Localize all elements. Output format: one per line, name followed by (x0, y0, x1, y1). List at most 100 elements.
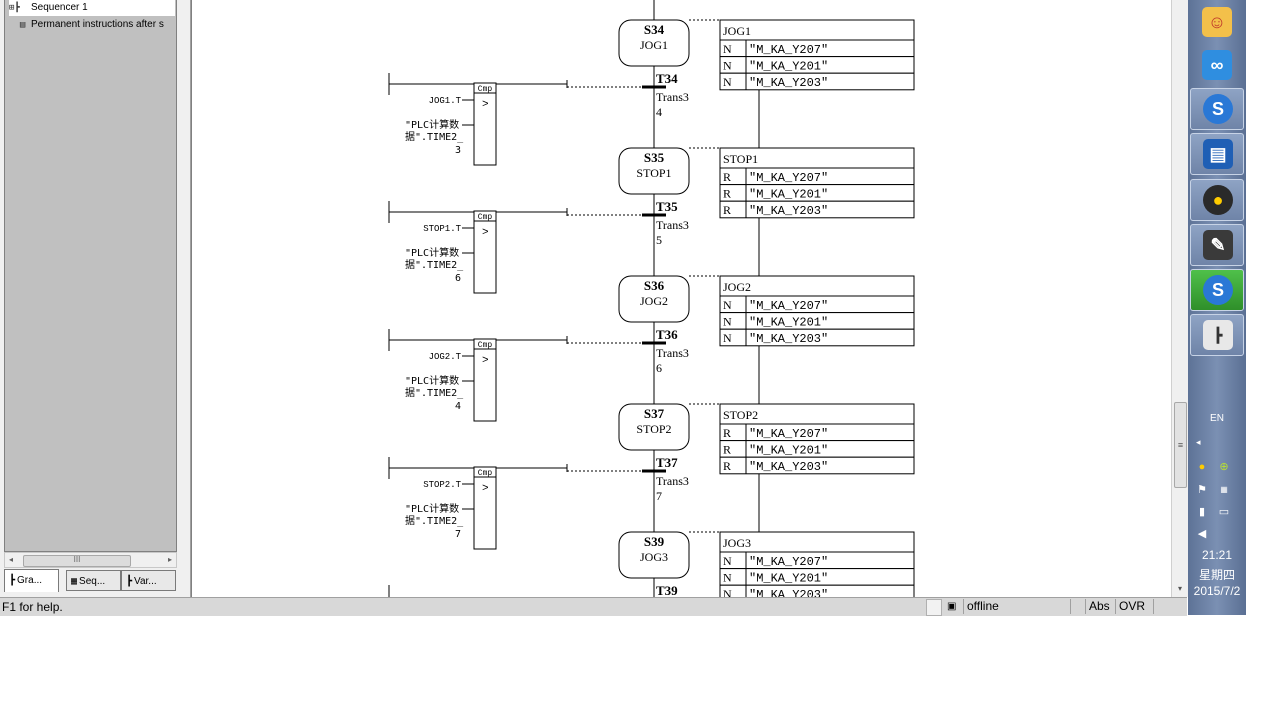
taskbar-button-sogou-browser[interactable]: S (1190, 88, 1244, 130)
ime-tray-icon[interactable]: ▦ (1220, 485, 1228, 494)
comparator-input2-line3: 7 (455, 529, 461, 540)
action-variable: "M_KA_Y201" (749, 572, 828, 586)
action-row (719, 72, 915, 91)
action-qualifier: R (723, 443, 731, 457)
action-qualifier: N (723, 298, 732, 312)
tool-icon: ✎ (1203, 230, 1233, 260)
scrollbar-thumb[interactable]: III (23, 555, 131, 567)
tree-item-permanent-instructions[interactable]: ▤ Permanent instructions after s (9, 17, 175, 33)
action-block-title: STOP2 (723, 408, 758, 422)
step-name: JOG1 (640, 38, 668, 52)
step-number: S37 (644, 406, 665, 421)
comparator-input2-line1: "PLC计算数 (405, 246, 459, 259)
step-box (618, 275, 690, 323)
show-hidden-icons-icon[interactable]: ◂ (1196, 437, 1201, 447)
action-variable: "M_KA_Y203" (749, 204, 828, 218)
transition-name: Trans3 (656, 90, 689, 104)
taskbar-button-qq[interactable]: ● (1190, 179, 1244, 221)
taskbar-button-tool[interactable]: ✎ (1190, 224, 1244, 266)
qq-tray-icon[interactable]: ● (1198, 461, 1206, 473)
comparator-label: Cmp (478, 85, 493, 94)
transition-name-suffix: 7 (656, 489, 662, 503)
action-row (719, 584, 915, 597)
program-tree: ⊞┣Sequencer 1 ▤ Permanent instructions af… (4, 0, 177, 552)
taskbar-button-user-manager[interactable]: ☺ (1190, 2, 1244, 44)
comparator-operator: > (482, 227, 489, 239)
action-variable: "M_KA_Y207" (749, 43, 828, 57)
action-variable: "M_KA_Y207" (749, 555, 828, 569)
tree-horizontal-scrollbar[interactable]: ◂ III ▸ (4, 552, 177, 568)
status-mode: offline (963, 599, 1071, 614)
tab-sequencer[interactable]: ▦Seq... (66, 570, 121, 591)
taskbar-button-video-player[interactable]: ▤ (1190, 133, 1244, 175)
tree-item-sequencer[interactable]: ⊞┣Sequencer 1 (9, 0, 175, 16)
scrollbar-thumb[interactable]: ≡ (1174, 402, 1187, 488)
status-abs: Abs (1085, 599, 1117, 614)
step-name: STOP1 (636, 166, 671, 180)
usb-tray-icon[interactable]: ▮ (1198, 506, 1206, 518)
step-box (618, 403, 690, 451)
action-variable: "M_KA_Y203" (749, 332, 828, 346)
step-name: STOP2 (636, 422, 671, 436)
network-tray-icon[interactable]: ▭ (1218, 506, 1230, 518)
status-bar: F1 for help. ▣ offline Abs OVR (0, 597, 1187, 616)
transition-name: Trans3 (656, 218, 689, 232)
clock-time[interactable]: 21:21 (1201, 548, 1233, 562)
comparator-box (473, 82, 497, 166)
action-qualifier: N (723, 315, 732, 329)
tab-variables[interactable]: ┣Var... (121, 570, 176, 591)
comparator-box (473, 466, 497, 550)
graphic-icon: ┣ (9, 575, 16, 586)
comparator-operator: > (482, 355, 489, 367)
status-help-text: F1 for help. (2, 600, 63, 614)
transition-number: T35 (656, 199, 678, 214)
comparator-input1: STOP2.T (423, 480, 461, 490)
sequencer-tab-icon: ▦ (71, 576, 78, 587)
navigation-pane: ⊞┣Sequencer 1 ▤ Permanent instructions af… (0, 0, 191, 597)
baidu-cloud-icon: ∞ (1202, 50, 1232, 80)
action-row (719, 456, 915, 475)
action-block-title: JOG1 (723, 24, 751, 38)
comparator-input2-line3: 4 (455, 401, 461, 412)
action-row (719, 200, 915, 219)
comparator-label: Cmp (478, 341, 493, 350)
transition-name: Trans3 (656, 346, 689, 360)
taskbar-button-baidu-cloud[interactable]: ∞ (1190, 45, 1244, 87)
scroll-right-icon[interactable]: ▸ (167, 555, 172, 564)
language-indicator[interactable]: EN (1210, 413, 1224, 424)
sogou-skin-icon: S (1203, 275, 1233, 305)
scroll-left-icon[interactable]: ◂ (8, 555, 13, 564)
action-qualifier: N (723, 587, 732, 597)
comparator-input2-line1: "PLC计算数 (405, 374, 459, 387)
action-variable: "M_KA_Y201" (749, 60, 828, 74)
scroll-down-icon[interactable]: ▾ (1177, 584, 1182, 593)
taskbar-button-s7-graph[interactable]: ┣ (1190, 314, 1244, 356)
permanent-instructions-icon: ▤ (9, 20, 26, 30)
action-qualifier: R (723, 426, 731, 440)
status-field-empty (1070, 599, 1086, 614)
comparator-input2-line3: 3 (455, 145, 461, 156)
transition-number: T36 (656, 327, 678, 342)
sequencer-icon: ⊞┣ (9, 3, 20, 13)
status-field-empty (1153, 599, 1187, 614)
clock-weekday[interactable]: 星期四 (1198, 568, 1235, 582)
s7-graph-icon: ┣ (1203, 320, 1233, 350)
flag-tray-icon[interactable]: ⚑ (1197, 484, 1207, 496)
volume-tray-icon[interactable]: ◀ (1197, 528, 1207, 540)
action-qualifier: R (723, 459, 731, 473)
taskbar: ☺ ∞ S ▤ ● ✎ S ┣ EN ◂ ● ⊕ ⚑ ▦ ▮ ▭ ◀ 21:21 (1188, 0, 1246, 615)
action-variable: "M_KA_Y203" (749, 588, 828, 597)
monitor-icon: ▣ (947, 601, 957, 612)
plus-tray-icon[interactable]: ⊕ (1219, 461, 1229, 473)
clock-date[interactable]: 2015/7/2 (1193, 584, 1241, 598)
editor-vertical-scrollbar[interactable]: ≡ ▾ (1171, 0, 1188, 597)
tree-item-label: Permanent instructions after s (31, 19, 164, 30)
action-variable: "M_KA_Y201" (749, 316, 828, 330)
action-qualifier: N (723, 331, 732, 345)
tab-label: Var... (134, 576, 157, 587)
action-block-title: JOG2 (723, 280, 751, 294)
taskbar-button-sogou-skin[interactable]: S (1190, 269, 1244, 311)
status-indicator-box (926, 599, 942, 616)
tab-graphic[interactable]: ┣Gra... (4, 569, 59, 592)
